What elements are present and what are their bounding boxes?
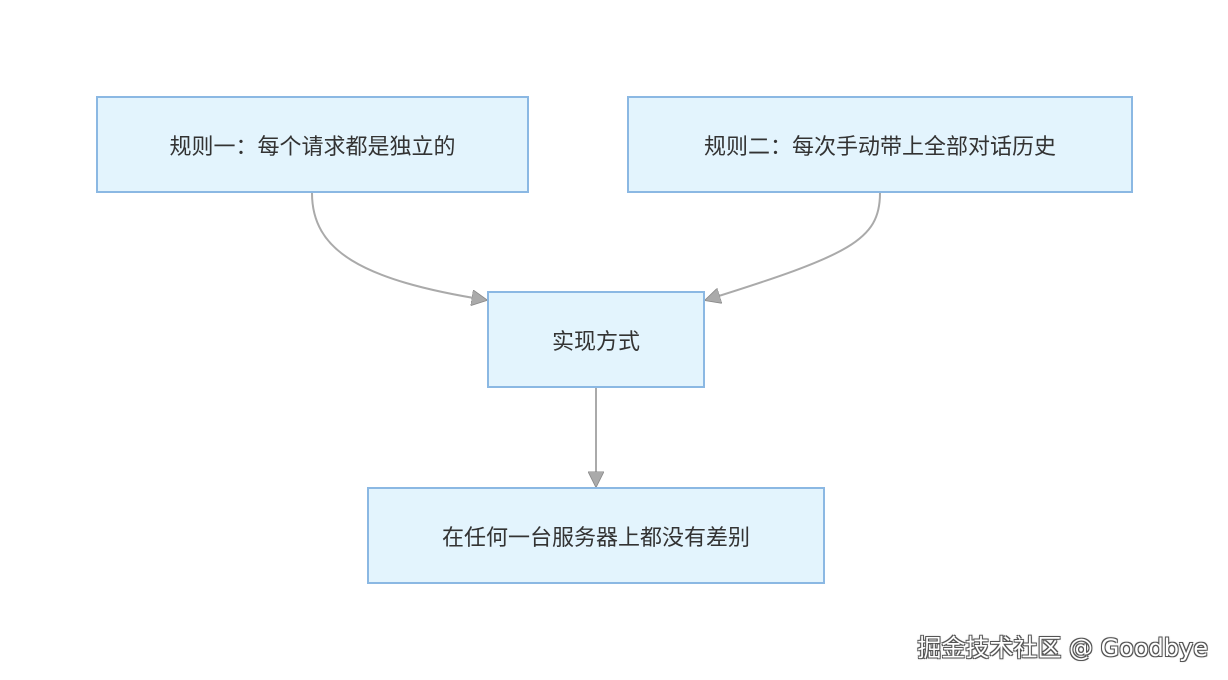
- node-rule-one: 规则一：每个请求都是独立的: [96, 96, 529, 193]
- node-rule-two: 规则二：每次手动带上全部对话历史: [627, 96, 1133, 193]
- node-implementation: 实现方式: [487, 291, 705, 388]
- node-rule-one-label: 规则一：每个请求都是独立的: [169, 134, 456, 160]
- node-rule-two-label: 规则二：每次手动带上全部对话历史: [703, 134, 1056, 160]
- node-implementation-label: 实现方式: [551, 329, 640, 355]
- edge-rule1-to-implementation: [311, 192, 486, 300]
- node-result-label: 在任何一台服务器上都没有差别: [441, 525, 750, 551]
- node-result: 在任何一台服务器上都没有差别: [367, 487, 825, 584]
- watermark: 掘金技术社区 @ Goodbye: [917, 634, 1208, 662]
- edge-rule2-to-implementation: [706, 192, 881, 300]
